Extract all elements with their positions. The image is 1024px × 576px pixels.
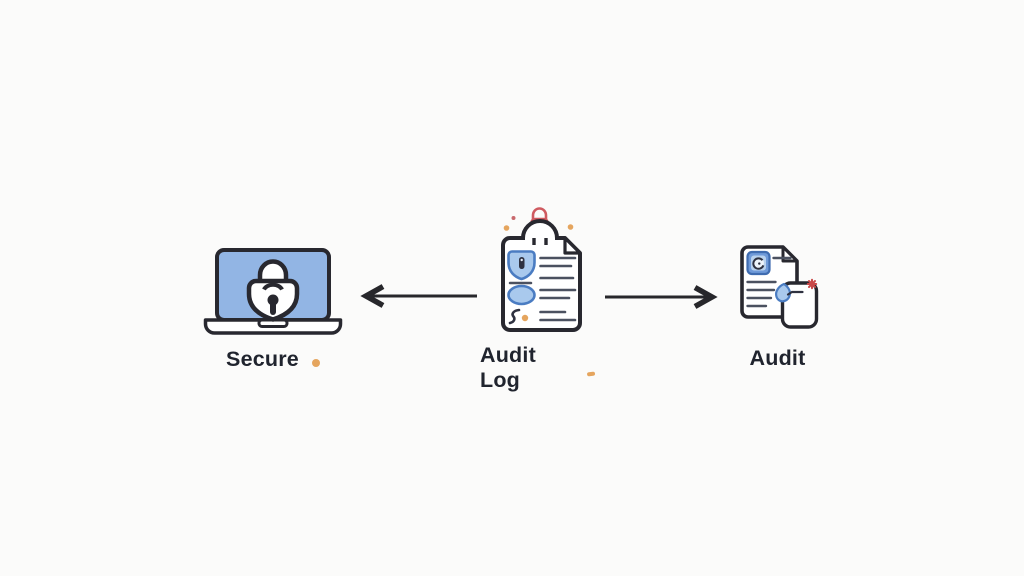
text-lines [538, 256, 576, 322]
clock-badge-icon [746, 250, 771, 276]
arrow-left-icon [360, 284, 477, 308]
squiggle-icon [508, 308, 520, 325]
node-audit: Audit [735, 243, 820, 371]
signature-line [786, 290, 804, 296]
oval-icon [506, 284, 536, 306]
clipboard-list-icon [500, 207, 582, 332]
node-secure: Secure [180, 246, 366, 372]
folded-corner [562, 236, 582, 255]
orange-dash [586, 371, 596, 377]
orange-dot [311, 358, 320, 367]
clipboard-clip [520, 219, 559, 240]
orange-dot-small [521, 314, 528, 322]
node-audit-log: Audit Log [480, 200, 596, 393]
audit-log-label-text: Audit Log [480, 343, 536, 392]
laptop-padlock-icon [203, 248, 343, 335]
padlock-icon [246, 259, 300, 322]
audit-document-icon [740, 245, 819, 329]
node-audit-label: Audit [750, 346, 806, 371]
orange-dot-right [567, 224, 573, 230]
node-audit-log-label: Audit Log [480, 343, 596, 393]
secure-label-text: Secure [226, 347, 299, 371]
node-secure-label: Secure [226, 347, 320, 372]
red-dot [511, 216, 515, 220]
shield-icon [506, 250, 536, 281]
arrow-right-icon [605, 285, 718, 309]
red-asterisk [806, 278, 818, 290]
orange-dot-left [503, 225, 509, 231]
text-lines [746, 256, 792, 308]
audit-label-text: Audit [749, 346, 806, 370]
